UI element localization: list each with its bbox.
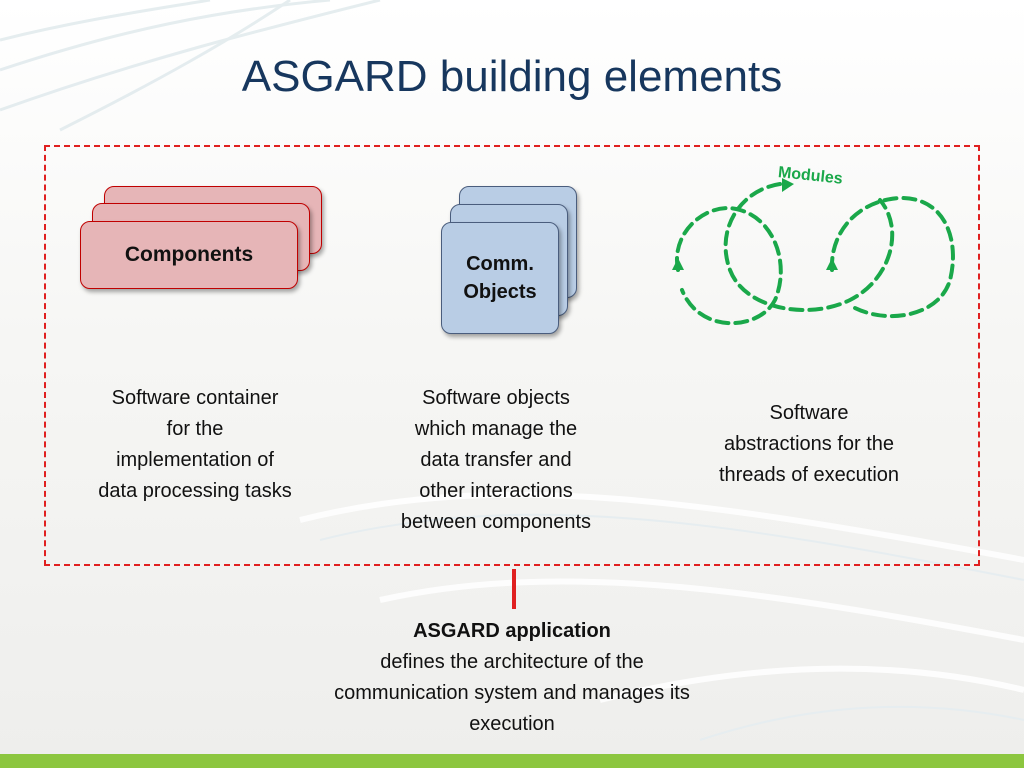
comm-objects-card-front bbox=[441, 222, 559, 334]
components-desc-line: Software container bbox=[111, 387, 279, 409]
comm-desc-line: data transfer and bbox=[420, 449, 572, 471]
comm-objects-label-line1: Comm. bbox=[466, 253, 534, 275]
comm-objects-description: Software objects which manage the data t… bbox=[376, 383, 616, 538]
components-label: Components bbox=[124, 243, 254, 266]
application-desc-line: communication system and manages its bbox=[334, 682, 690, 704]
modules-desc-line: abstractions for the bbox=[723, 433, 895, 455]
comm-desc-line: other interactions bbox=[419, 480, 573, 502]
comm-desc-line: between components bbox=[400, 511, 592, 533]
modules-desc-line: Software bbox=[769, 402, 849, 424]
comm-objects-label: Comm. Objects bbox=[441, 222, 559, 334]
components-desc-line: data processing tasks bbox=[98, 480, 292, 502]
bottom-accent-bar bbox=[0, 754, 1024, 768]
comm-desc-line: Software objects bbox=[422, 387, 570, 409]
application-description: ASGARD application defines the architect… bbox=[262, 616, 762, 740]
modules-desc-line: threads of execution bbox=[718, 464, 900, 486]
frame-connector-line bbox=[512, 569, 516, 609]
modules-arrow-top bbox=[782, 178, 794, 192]
comm-objects-label-line2: Objects bbox=[463, 281, 537, 303]
components-desc-line: implementation of bbox=[116, 449, 274, 471]
comm-desc-line: which manage the bbox=[414, 418, 578, 440]
slide-title: ASGARD building elements bbox=[241, 52, 783, 101]
components-description: Software container for the implementatio… bbox=[80, 383, 310, 507]
modules-arrow-left bbox=[672, 258, 684, 270]
building-elements-frame bbox=[44, 145, 980, 566]
application-desc-line: defines the architecture of the bbox=[380, 651, 644, 673]
modules-loops-icon bbox=[672, 178, 955, 326]
modules-description: Software abstractions for the threads of… bbox=[694, 398, 924, 491]
application-desc-line: execution bbox=[469, 713, 555, 735]
components-desc-line: for the bbox=[166, 418, 224, 440]
application-title: ASGARD application bbox=[413, 620, 611, 642]
modules-arrow-right bbox=[826, 258, 838, 270]
components-card-front bbox=[80, 221, 298, 289]
